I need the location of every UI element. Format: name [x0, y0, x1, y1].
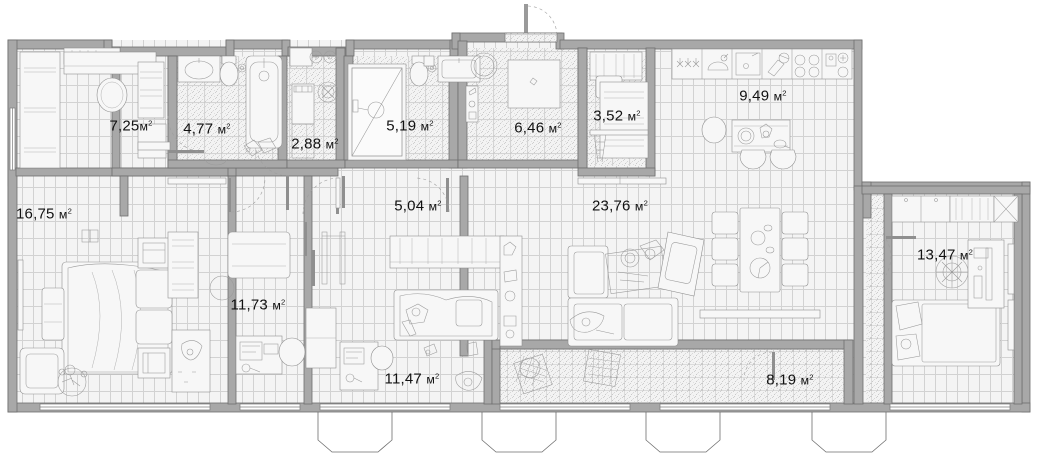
furniture-terrace	[513, 349, 621, 395]
cooktop-icon	[794, 54, 820, 78]
terrace-chair-2	[583, 349, 621, 387]
sink-icon	[735, 52, 761, 76]
furniture-living-room	[567, 176, 821, 347]
furniture-bedroom-master	[17, 229, 173, 397]
decor-plant	[57, 364, 88, 397]
prep-icon	[767, 52, 790, 77]
appliance-icons	[825, 52, 849, 78]
furniture-hallway	[19, 47, 171, 169]
entrance-door	[504, 4, 558, 43]
balcony-projections	[317, 412, 887, 453]
furniture-laundry	[289, 47, 339, 159]
windows	[9, 107, 1011, 411]
furniture-storage	[589, 51, 649, 163]
furniture-bathroom-main	[177, 55, 283, 166]
oven-icon	[707, 53, 729, 71]
tableware	[737, 123, 791, 149]
decor-plant-guest	[935, 255, 969, 289]
furniture-bedroom-second	[167, 231, 306, 393]
furniture-entrance-hall	[465, 52, 561, 123]
furniture-bedroom-guest	[891, 195, 1019, 367]
corridor-fixtures	[167, 177, 341, 209]
terrace-chair-1	[513, 353, 553, 395]
freezer-icon	[676, 58, 700, 68]
furniture-bathroom-second	[347, 55, 481, 161]
furniture-bedroom-child	[305, 231, 523, 391]
furniture-kitchen	[671, 48, 853, 170]
